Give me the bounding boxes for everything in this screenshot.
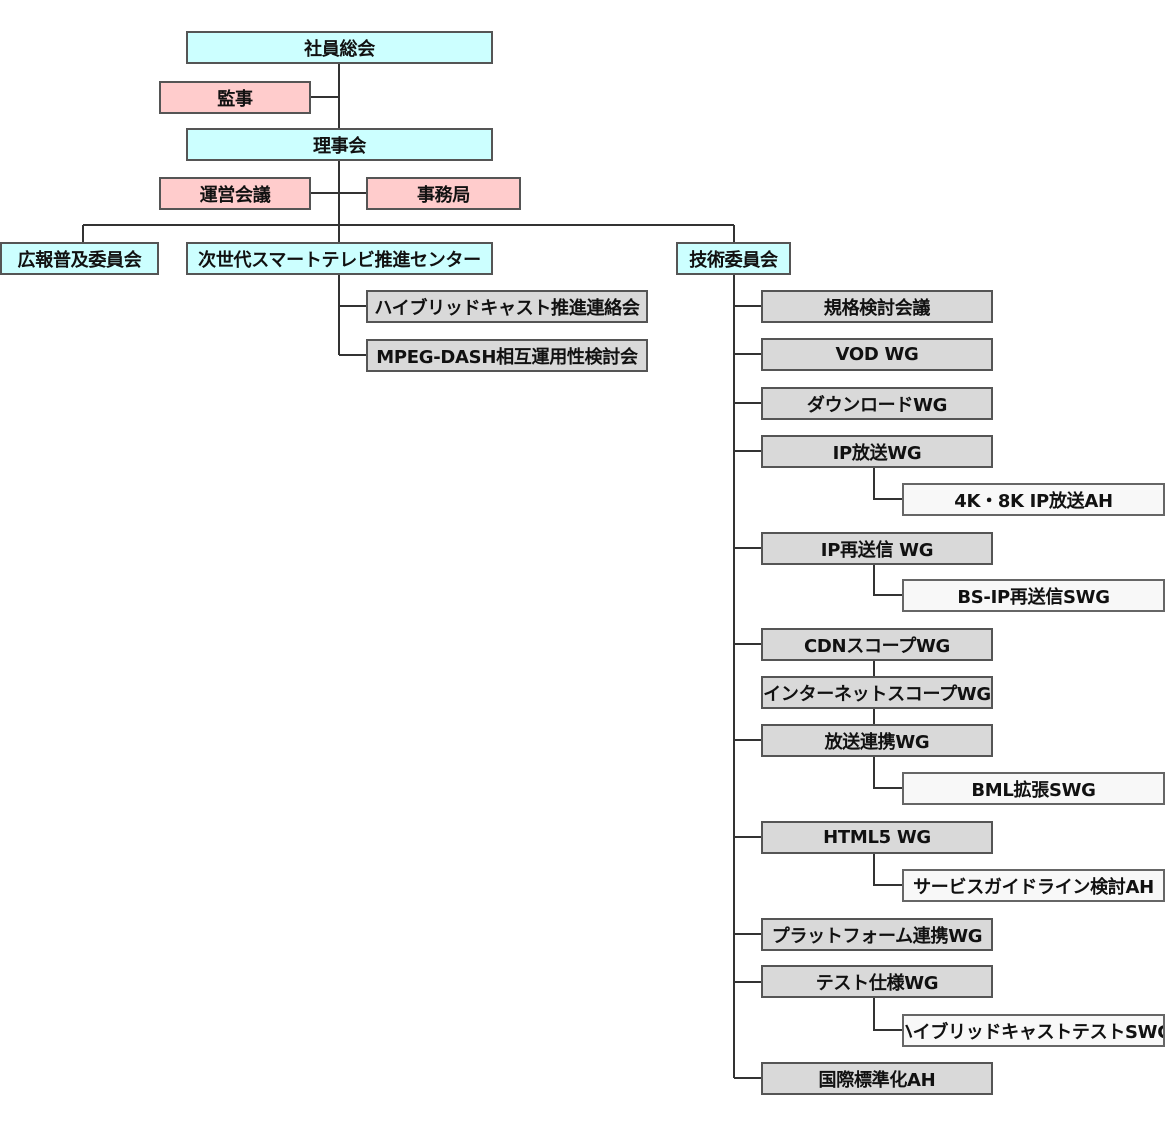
download-wg-box: ダウンロードWG [761, 387, 993, 420]
service-guideline-ah-box: サービスガイドライン検討AH [902, 869, 1165, 902]
tech-committee-box: 技術委員会 [676, 242, 791, 275]
bs-ip-retransmission-swg-box: BS-IP再送信SWG [902, 579, 1165, 612]
pr-committee-box: 広報普及委員会 [0, 242, 159, 275]
test-spec-wg-box: テスト仕様WG [761, 965, 993, 998]
ip-retransmission-wg-box: IP再送信 WG [761, 532, 993, 565]
board-box: 理事会 [186, 128, 493, 161]
bml-extension-swg-box: BML拡張SWG [902, 772, 1165, 805]
connector-bml-swg [873, 756, 902, 789]
ip-broadcast-wg-box: IP放送WG [761, 435, 993, 468]
internet-scope-wg-box: インターネットスコープWG [761, 676, 993, 709]
secretariat-box: 事務局 [366, 177, 521, 210]
operations-council-box: 運営会議 [159, 177, 311, 210]
smart-tv-center-box: 次世代スマートテレビ推進センター [186, 242, 493, 275]
cdn-scope-wg-box: CDNスコープWG [761, 628, 993, 661]
ip-broadcast-4k8k-ah-box: 4K・8K IP放送AH [902, 483, 1165, 516]
connector-guideline-ah [873, 853, 902, 886]
standards-review-box: 規格検討会議 [761, 290, 993, 323]
broadcast-linkage-wg-box: 放送連携WG [761, 724, 993, 757]
html5-wg-box: HTML5 WG [761, 821, 993, 854]
intl-standardization-ah-box: 国際標準化AH [761, 1062, 993, 1095]
connector-test-swg [873, 997, 902, 1031]
auditor-box: 監事 [159, 81, 311, 114]
general-meeting-box: 社員総会 [186, 31, 493, 64]
mpeg-dash-interop-box: MPEG-DASH相互運用性検討会 [366, 339, 648, 372]
connector-ip-broadcast-ah [873, 467, 902, 500]
hybridcast-test-swg-box: ハイブリッドキャストテストSWG [902, 1014, 1165, 1047]
vod-wg-box: VOD WG [761, 338, 993, 371]
platform-linkage-wg-box: プラットフォーム連携WG [761, 918, 993, 951]
hybridcast-liaison-box: ハイブリッドキャスト推進連絡会 [366, 290, 648, 323]
connector-bs-ip-swg [873, 563, 902, 596]
